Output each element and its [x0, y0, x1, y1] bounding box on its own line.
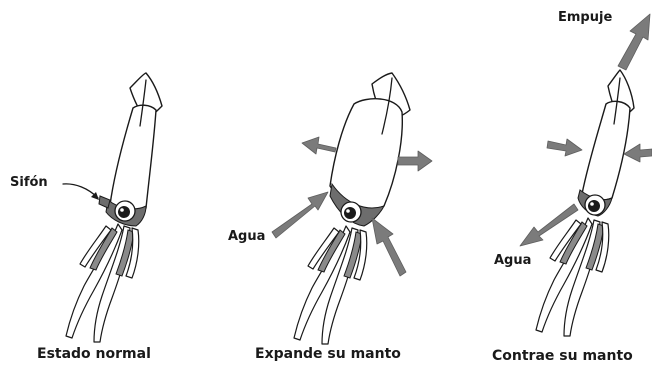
water-in-arrow-left [271, 191, 329, 239]
siphon-label: Sifón [10, 175, 48, 190]
siphon-pointer-head [91, 192, 99, 200]
caption-normal: Estado normal [37, 346, 151, 362]
squid-contracted [535, 69, 635, 337]
thrust-label: Empuje [558, 10, 613, 25]
contract-arrow-right [623, 143, 652, 163]
contract-arrow-left [546, 138, 583, 157]
caption-contract: Contrae su manto [492, 348, 633, 364]
expand-arrow-right [397, 150, 433, 172]
expand-arrow-left [301, 136, 337, 155]
caption-expand: Expande su manto [255, 346, 401, 362]
water-in-label: Agua [228, 229, 266, 244]
water-in-arrow-right [371, 217, 407, 277]
water-out-label: Agua [494, 253, 532, 268]
thrust-arrow [617, 13, 651, 71]
water-out-arrow [519, 203, 579, 247]
squid-expanded [293, 72, 411, 345]
squid-normal [65, 72, 163, 343]
